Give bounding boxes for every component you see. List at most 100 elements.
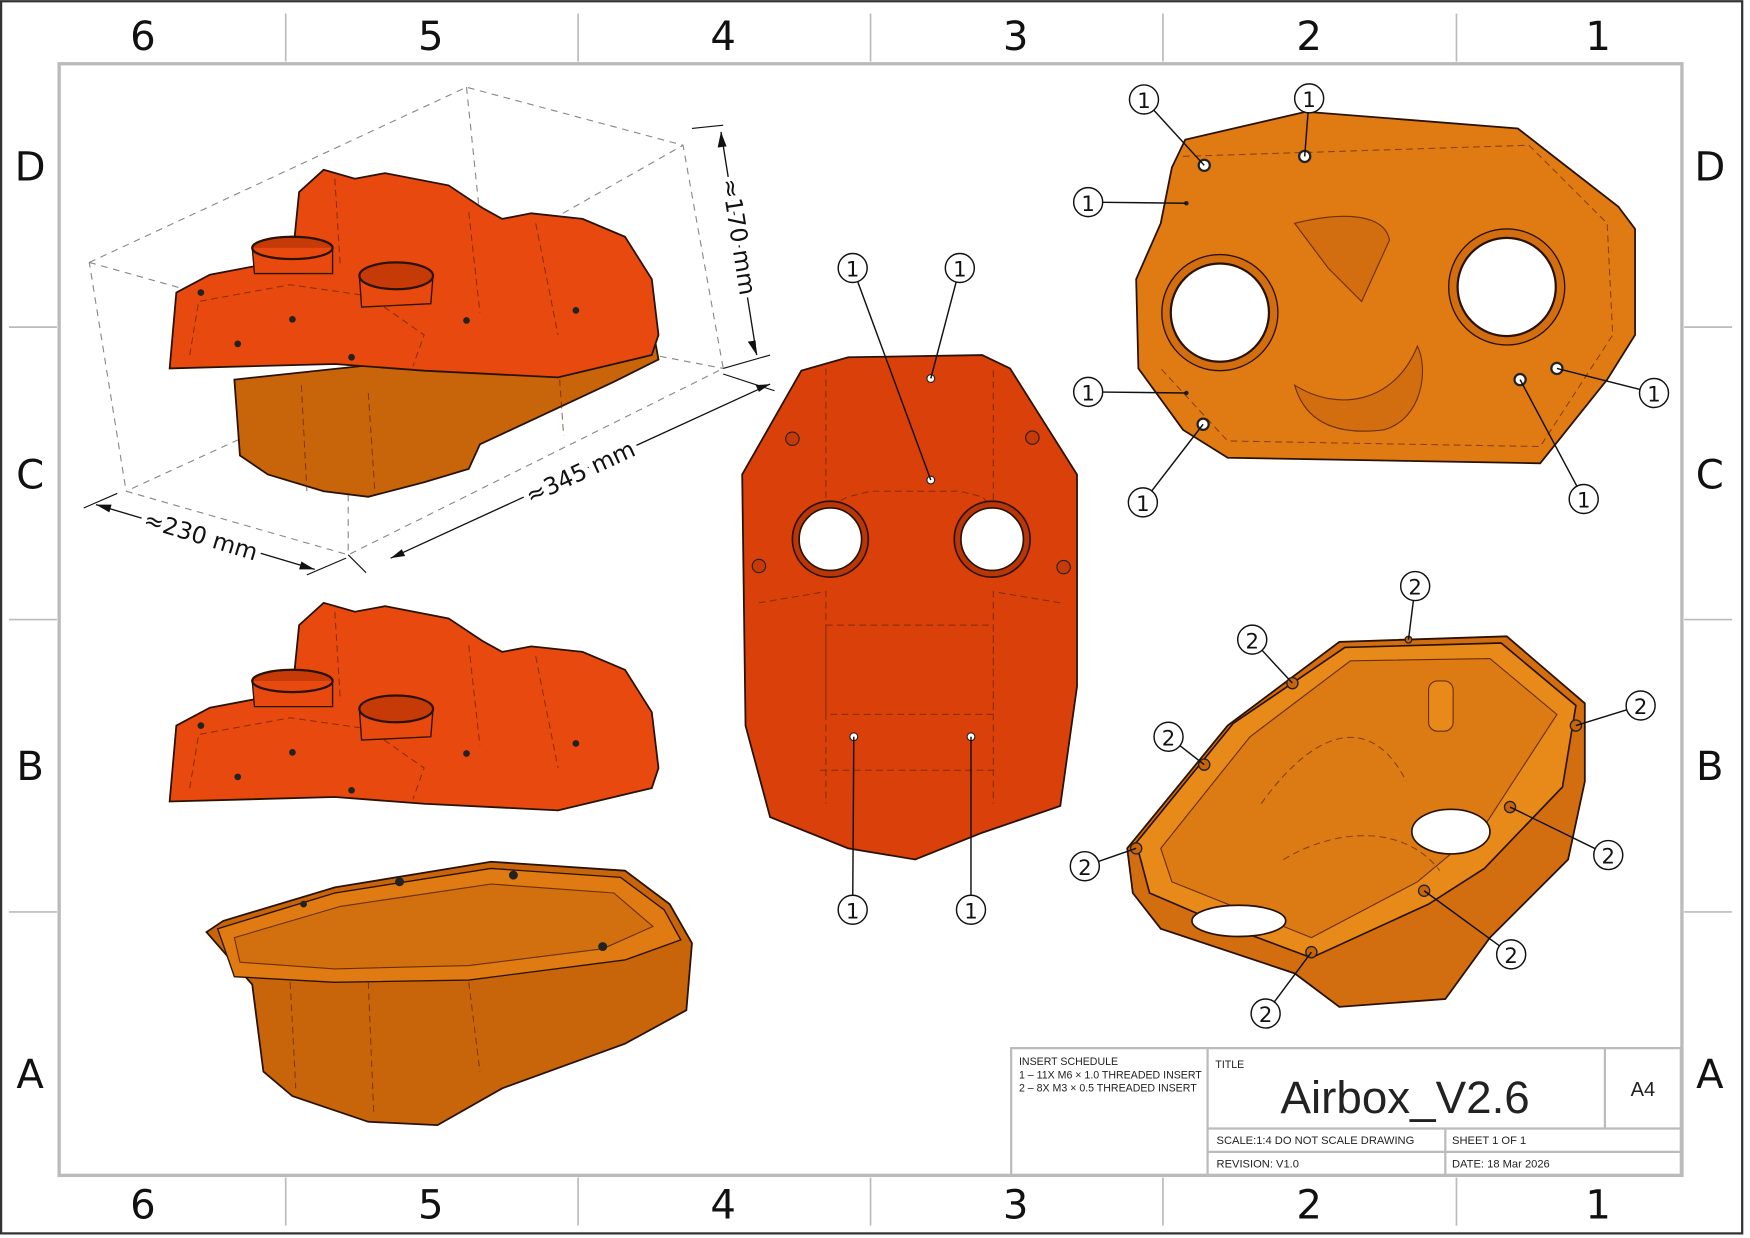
front-view xyxy=(741,354,1078,861)
leader-line xyxy=(1423,890,1500,947)
balloon-tray-view: 2 xyxy=(1069,847,1137,882)
balloon-number: 1 xyxy=(953,257,966,282)
isometric-view-assembled xyxy=(88,86,724,556)
balloon-plan-view: 1 xyxy=(1293,83,1325,157)
leader-line xyxy=(852,736,855,896)
column-label: 6 xyxy=(130,14,156,60)
zone-labels: 6 5 4 3 2 1 6 5 4 3 2 1 D C B A D C B A xyxy=(15,14,1726,1229)
balloon-plan-view: 1 xyxy=(1556,367,1670,409)
balloon-number: 1 xyxy=(1081,191,1094,216)
balloon-number: 2 xyxy=(1078,855,1091,880)
balloon-circle xyxy=(837,252,868,284)
plan-view xyxy=(1135,110,1636,465)
column-label: 4 xyxy=(710,14,736,60)
balloon-tray-view: 2 xyxy=(1509,806,1624,871)
row-label: B xyxy=(16,744,44,790)
column-label: 4 xyxy=(710,1182,736,1228)
balloon-number: 2 xyxy=(1602,844,1615,869)
balloon-circle xyxy=(1293,83,1325,114)
balloon-number: 1 xyxy=(1647,382,1660,407)
column-label: 1 xyxy=(1585,14,1611,60)
balloon-number: 1 xyxy=(846,257,859,282)
balloon-number: 2 xyxy=(1162,725,1175,750)
drawing-title: Airbox_V2.6 xyxy=(1281,1072,1530,1123)
column-label: 6 xyxy=(130,1182,156,1228)
column-label: 2 xyxy=(1296,14,1322,60)
insert-schedule-line: 2 – 8X M3 × 0.5 THREADED INSERT xyxy=(1019,1083,1197,1095)
balloon-number: 1 xyxy=(1081,380,1094,405)
balloon-plan-view: 1 xyxy=(1127,423,1204,518)
balloon-circle xyxy=(1069,850,1101,882)
sheet-size: A4 xyxy=(1631,1079,1656,1101)
balloon-circle xyxy=(955,894,987,925)
balloon-circle xyxy=(1568,483,1599,515)
insert-schedule-heading: INSERT SCHEDULE xyxy=(1019,1056,1118,1068)
balloon-circle xyxy=(1593,839,1624,871)
balloon-circle xyxy=(944,252,976,284)
leader-line xyxy=(1407,600,1415,640)
leader-line xyxy=(1102,391,1187,394)
balloon-number: 1 xyxy=(1302,87,1315,112)
balloon-front-view: 1 xyxy=(955,736,987,925)
leader-line xyxy=(1179,745,1205,766)
balloon-tray-view: 2 xyxy=(1423,890,1527,970)
balloon-tray-view: 2 xyxy=(1399,570,1431,640)
column-label: 3 xyxy=(1003,14,1029,60)
leader-line xyxy=(1273,951,1312,1003)
balloon-number: 1 xyxy=(846,898,859,923)
balloon-number: 1 xyxy=(964,898,977,923)
balloon-tray-view: 2 xyxy=(1250,951,1312,1029)
row-label: D xyxy=(15,145,46,191)
balloon-circle xyxy=(1072,186,1104,218)
column-label: 5 xyxy=(418,1182,444,1228)
balloon-circle xyxy=(1072,376,1104,408)
balloon-plan-view: 1 xyxy=(1128,84,1205,166)
row-label: C xyxy=(1696,453,1724,499)
tray-view xyxy=(1126,635,1586,1008)
balloon-front-view: 1 xyxy=(930,252,976,379)
balloon-circle xyxy=(1625,690,1656,721)
balloon-callouts: 1 1 1 1 1 1 1 1 1 1 1 2 2 2 2 2 2 2 2 xyxy=(837,83,1670,1029)
drawing-border xyxy=(57,62,1684,1178)
balloon-plan-view: 1 xyxy=(1072,186,1187,218)
leader-line xyxy=(1575,709,1627,727)
balloon-number: 2 xyxy=(1634,694,1647,719)
leader-line xyxy=(1303,112,1309,157)
balloon-number: 1 xyxy=(1577,488,1590,513)
leader-line xyxy=(1509,806,1596,850)
balloon-circle xyxy=(1495,939,1527,970)
balloon-tray-view: 2 xyxy=(1153,721,1205,766)
balloon-tray-view: 2 xyxy=(1575,690,1656,727)
title-label: TITLE xyxy=(1215,1059,1244,1071)
leader-line xyxy=(1153,109,1205,166)
balloon-front-view: 1 xyxy=(837,736,868,925)
isometric-view-tray xyxy=(205,860,693,1127)
leader-line xyxy=(1519,379,1578,487)
balloon-plan-view: 1 xyxy=(1072,376,1187,408)
balloon-circle xyxy=(1153,721,1184,752)
zone-dividers xyxy=(8,13,1733,1226)
balloon-plan-view: 1 xyxy=(1519,379,1599,515)
leader-line xyxy=(857,281,932,481)
leader-line xyxy=(1098,847,1137,863)
scale-text: SCALE:1:4 DO NOT SCALE DRAWING xyxy=(1217,1135,1415,1147)
title-block: INSERT SCHEDULE 1 – 11X M6 × 1.0 THREADE… xyxy=(1010,1047,1682,1177)
balloon-circle xyxy=(1638,377,1670,409)
row-label: D xyxy=(1694,145,1725,191)
balloon-number: 2 xyxy=(1504,943,1517,968)
balloon-number: 1 xyxy=(1137,88,1150,113)
leader-line xyxy=(1556,367,1641,391)
column-label: 5 xyxy=(418,14,444,60)
balloon-number: 2 xyxy=(1245,628,1258,653)
balloon-number: 2 xyxy=(1408,575,1421,600)
column-label: 3 xyxy=(1003,1182,1029,1228)
leader-line xyxy=(1102,201,1187,204)
balloon-circle xyxy=(1236,624,1268,655)
row-label: A xyxy=(1696,1052,1724,1098)
balloon-circle xyxy=(1399,570,1431,602)
row-label: A xyxy=(16,1052,44,1098)
balloon-number: 1 xyxy=(1136,491,1149,516)
balloon-number: 2 xyxy=(1259,1002,1272,1027)
sheet-number: SHEET 1 OF 1 xyxy=(1452,1135,1526,1147)
